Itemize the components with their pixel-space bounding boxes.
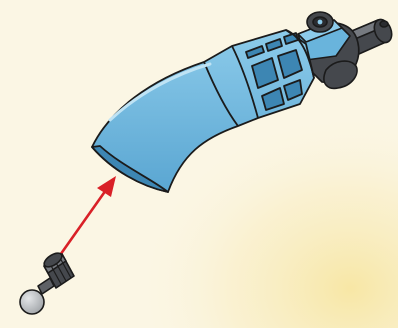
assembly-step-canvas	[0, 0, 398, 328]
assembly-illustration	[0, 0, 398, 328]
